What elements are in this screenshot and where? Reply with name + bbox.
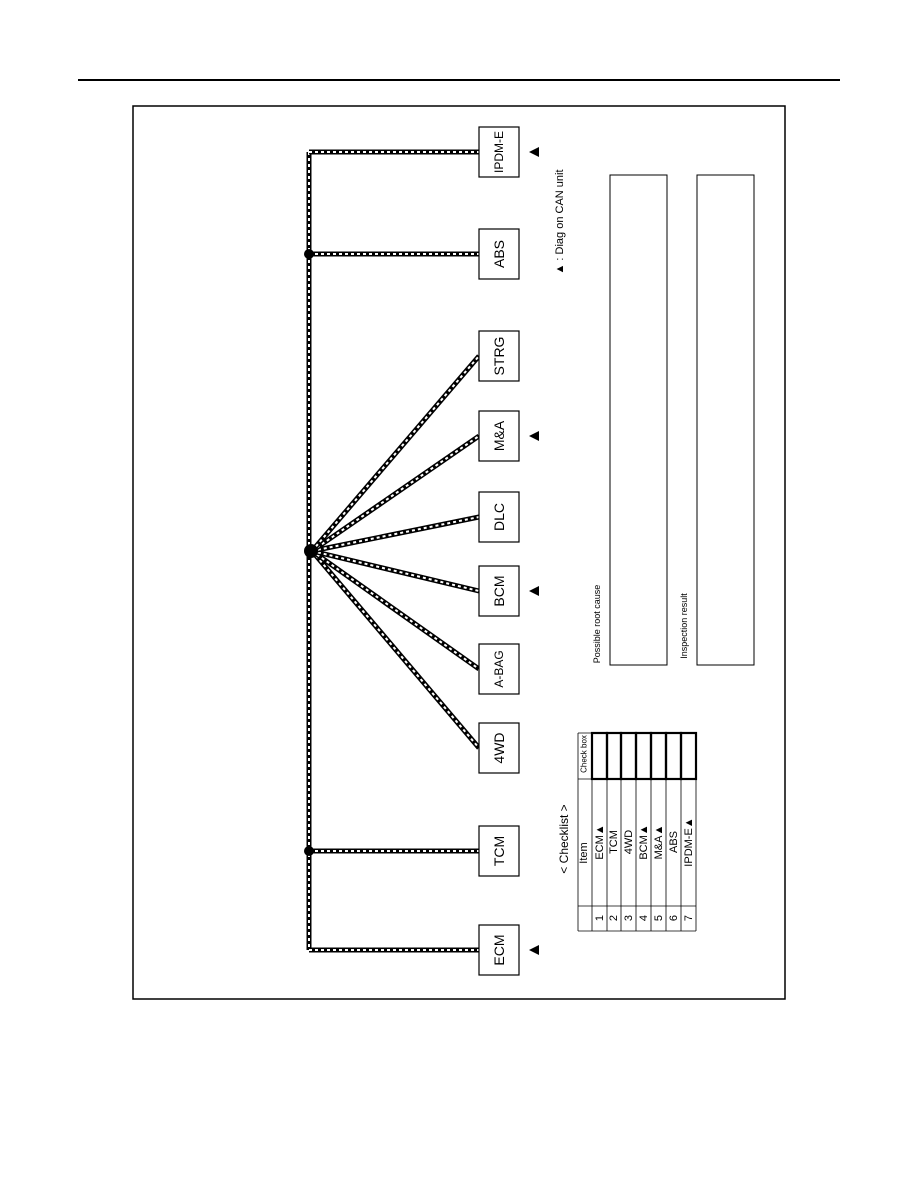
root-cause-box[interactable] — [609, 174, 668, 666]
check-box[interactable] — [679, 731, 698, 781]
checklist-row-number: 7 — [682, 914, 695, 922]
checklist-row-number: 3 — [622, 914, 635, 922]
unit-label-ipdm-e: IPDM-E — [492, 131, 506, 173]
unit-label-bcm: BCM — [491, 575, 507, 607]
diag-markers — [529, 147, 539, 955]
unit-label-ecm: ECM — [491, 934, 507, 966]
unit-box-ecm — [478, 924, 520, 976]
unit-box-m-a — [478, 410, 520, 462]
checklist-grid — [577, 731, 698, 932]
unit-box-a-bag — [478, 643, 520, 695]
checklist-row-item: M&A▲ — [652, 824, 665, 860]
unit-box-bcm — [478, 565, 520, 617]
checklist-checkbox-header: Check box — [579, 735, 589, 773]
inspection-result-box[interactable] — [696, 174, 755, 666]
checklist-row-item: IPDM-E▲ — [682, 817, 695, 867]
can-wires — [306, 149, 481, 953]
unit-label-abs: ABS — [491, 239, 507, 269]
wire-m-a — [310, 433, 481, 554]
checklist-row-item: TCM — [608, 830, 620, 854]
checklist-row-item: ECM▲ — [593, 824, 606, 860]
unit-label-a-bag: A-BAG — [492, 650, 506, 688]
diag-triangle-icon — [529, 586, 539, 596]
checklist-row-item: 4WD — [622, 829, 635, 855]
check-box[interactable] — [634, 731, 653, 781]
unit-label-strg: STRG — [491, 336, 507, 376]
diag-triangle-icon — [529, 945, 539, 955]
check-box[interactable] — [590, 731, 609, 781]
triangle-icon: ▲ — [554, 263, 566, 275]
unit-box-dlc — [478, 491, 520, 543]
wire-4wd — [310, 549, 481, 750]
inspection-result-label: Inspection result — [679, 593, 689, 659]
unit-box-tcm — [478, 825, 520, 877]
unit-box-abs — [478, 228, 520, 280]
root-cause-label: Possible root cause — [592, 584, 602, 664]
wire-dlc — [311, 514, 480, 554]
check-box[interactable] — [605, 731, 623, 781]
wire-strg — [310, 354, 481, 553]
checklist-row-number: 5 — [652, 914, 665, 922]
checklist-row-number: 6 — [667, 914, 680, 922]
checklist-item-header: Item — [578, 842, 590, 864]
junction-dot — [304, 846, 314, 856]
check-box[interactable] — [619, 731, 638, 781]
unit-box-strg — [478, 330, 520, 382]
unit-box-ipdm-e — [478, 126, 520, 178]
junction-dot — [304, 249, 314, 259]
unit-label-m-a: M&A — [491, 420, 507, 452]
check-box[interactable] — [664, 731, 683, 781]
unit-box-4wd — [478, 722, 520, 774]
checklist-row-number: 2 — [608, 914, 620, 922]
junctions — [304, 249, 318, 856]
junction-dot — [304, 544, 318, 558]
checklist-row-item: BCM▲ — [637, 824, 650, 860]
unit-label-4wd: 4WD — [491, 732, 507, 764]
wire-bcm — [311, 548, 480, 594]
checklist-row-number: 4 — [637, 914, 650, 922]
diag-triangle-icon — [529, 431, 539, 441]
wire-a-bag — [310, 548, 481, 672]
legend: ▲ : Diag on CAN unit — [554, 169, 566, 274]
checklist-row-number: 1 — [593, 914, 606, 922]
unit-label-tcm: TCM — [491, 835, 507, 867]
diag-triangle-icon — [529, 147, 539, 157]
checklist-title: < Checklist > — [557, 804, 571, 874]
unit-boxes — [478, 126, 520, 976]
legend-text: : Diag on CAN unit — [554, 169, 566, 261]
diagram-frame — [132, 105, 786, 1000]
unit-label-dlc: DLC — [491, 502, 507, 532]
check-box[interactable] — [649, 731, 668, 781]
checklist-row-item: ABS — [667, 830, 680, 854]
